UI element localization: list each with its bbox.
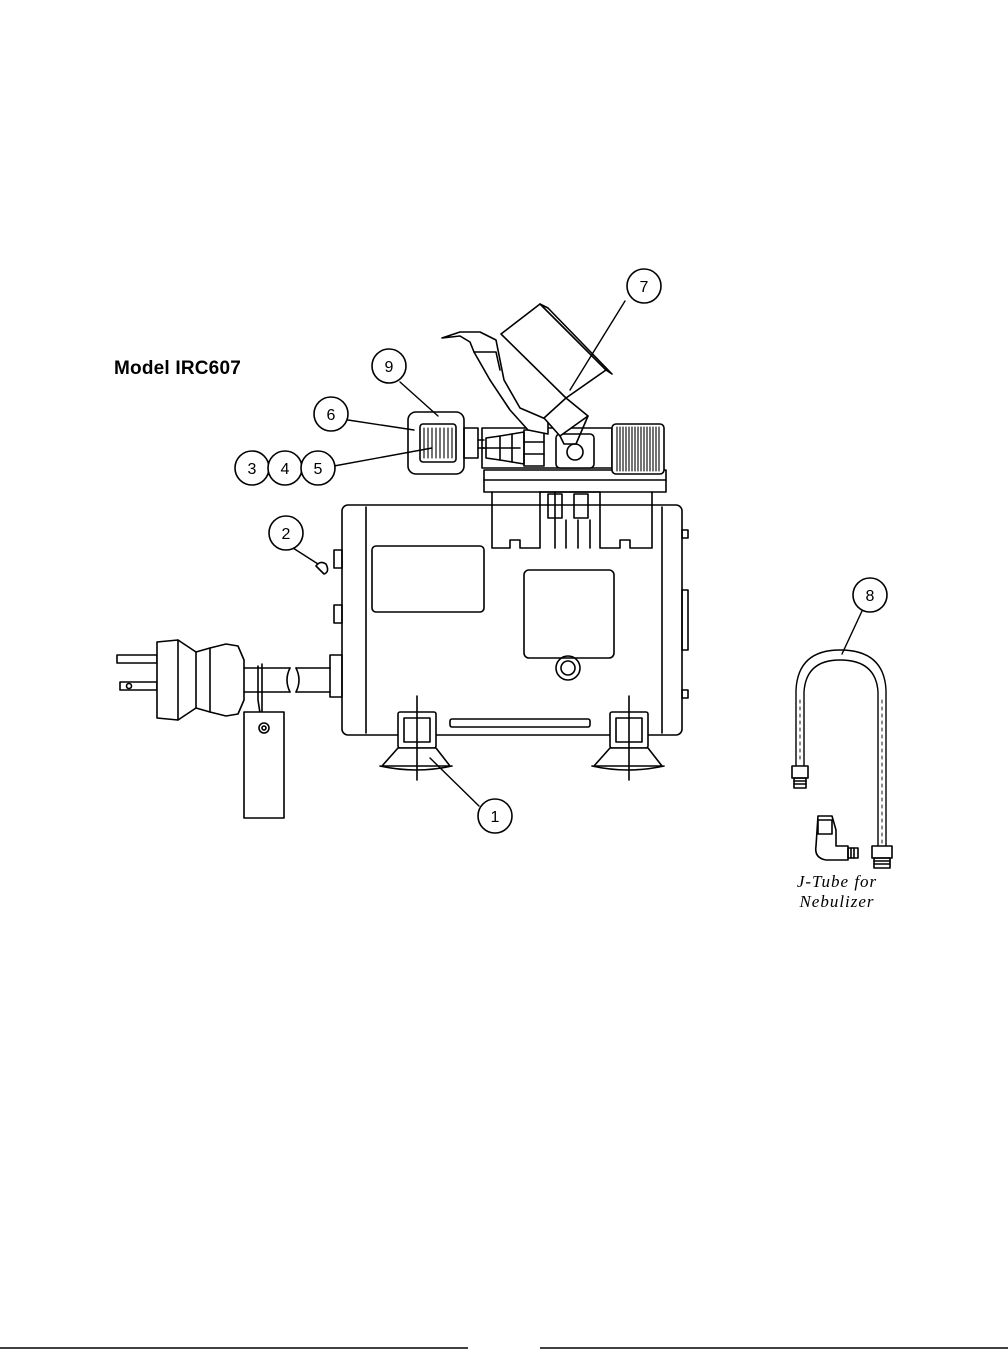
callout-8: 8 — [866, 588, 875, 605]
compressor-body — [330, 505, 688, 735]
callout-6: 6 — [327, 407, 336, 424]
j-tube-caption-line1: J-Tube for — [770, 872, 904, 892]
power-cord — [117, 640, 330, 818]
callout-4: 4 — [281, 461, 290, 478]
callout-5: 5 — [314, 461, 323, 478]
callout-7: 7 — [640, 279, 649, 296]
filter-cap — [408, 412, 484, 474]
callout-1: 1 — [491, 809, 500, 826]
callout-9: 9 — [385, 359, 394, 376]
callout-3: 3 — [248, 461, 257, 478]
j-tube-caption: J-Tube for Nebulizer — [770, 872, 904, 912]
pressure-gauge — [501, 304, 612, 444]
j-tube-caption-line2: Nebulizer — [770, 892, 904, 912]
valve-assembly — [482, 424, 664, 474]
j-tube — [792, 650, 892, 868]
callout-2: 2 — [282, 526, 291, 543]
